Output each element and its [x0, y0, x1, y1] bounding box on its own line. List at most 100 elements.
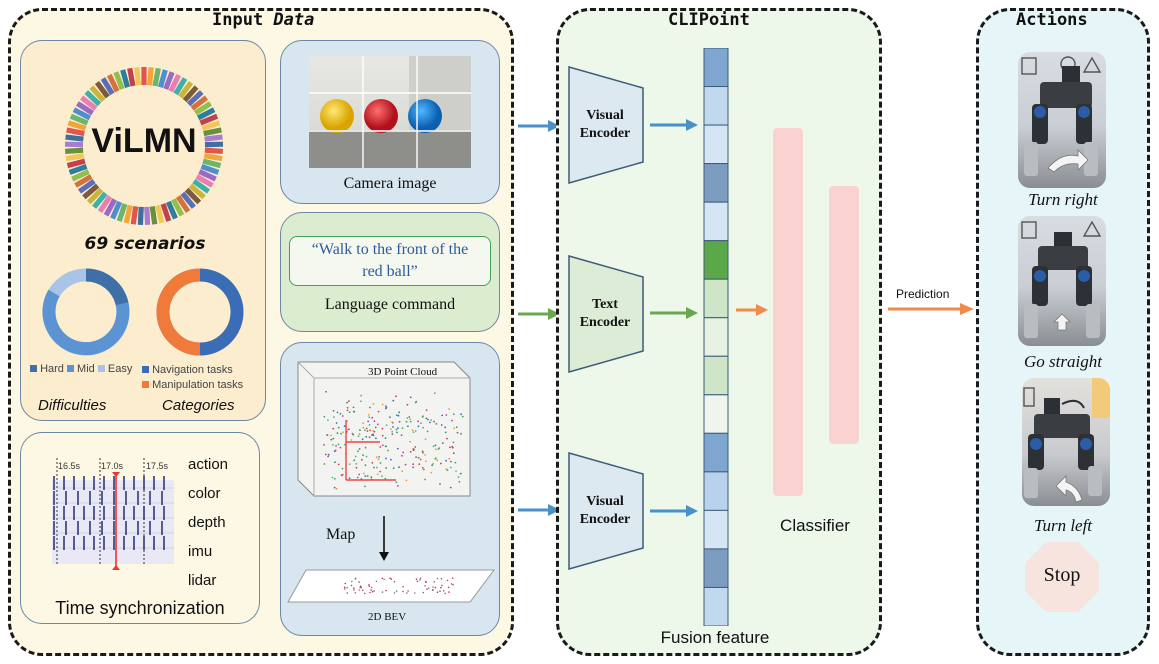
scenario-segment	[77, 179, 96, 194]
scenario-segment	[195, 174, 214, 188]
input-arrows	[518, 120, 560, 516]
actions-title: Actions	[1016, 10, 1088, 30]
caption-go-straight: Go straight	[1024, 352, 1102, 371]
time-sync-channel-labels: action color depth imu lidar	[188, 450, 228, 595]
difficulties-caption: Difficulties	[38, 397, 107, 414]
scenario-segment	[175, 195, 191, 214]
classifier-bar-2	[829, 186, 859, 444]
fusion-feature-cell	[703, 355, 729, 396]
bev-label: 2D BEV	[368, 611, 406, 623]
scenario-segment	[173, 77, 188, 96]
scenario-segment	[186, 90, 204, 107]
scenario-segment	[86, 187, 104, 205]
scenario-segment	[200, 163, 220, 175]
scenario-segment	[137, 206, 144, 226]
scenario-segment	[201, 120, 221, 131]
category-legend: Navigation tasks Manipulation tasks	[142, 363, 243, 393]
scenario-segment	[120, 69, 131, 88]
scenario-segment	[100, 77, 115, 96]
robot-turn-right-image	[1018, 52, 1106, 188]
scenario-segment	[204, 141, 224, 148]
scenario-segment	[76, 101, 95, 116]
scenario-segment	[202, 158, 222, 169]
scenario-segment	[103, 198, 117, 217]
scenario-segment	[97, 195, 113, 214]
scenario-segment	[141, 67, 147, 85]
scenario-segment	[157, 69, 168, 88]
scenario-segment	[92, 191, 108, 209]
scenario-segment	[74, 174, 93, 188]
scenario-segment	[204, 147, 223, 154]
visual-encoder-bottom	[568, 452, 644, 570]
robot-go-straight-image	[1018, 216, 1106, 346]
fusion-feature-cell	[703, 201, 729, 242]
fusion-feature-cell	[703, 548, 729, 588]
channel-lidar: lidar	[188, 572, 217, 589]
scenario-segment	[123, 204, 133, 224]
camera-image	[309, 56, 471, 168]
channel-action: action	[188, 456, 229, 473]
prediction-arrow	[888, 303, 974, 315]
scenario-segment	[64, 141, 84, 148]
vilmn-scenario-ring	[64, 67, 224, 226]
caption-turn-left: Turn left	[1033, 516, 1093, 535]
scenario-segment	[72, 107, 92, 121]
robot-turn-left-image	[1022, 378, 1110, 506]
tick-17-0: 17.0s	[101, 461, 124, 471]
language-command-text: “Walk to the front of the red ball”	[289, 236, 491, 286]
scenario-segment	[165, 200, 178, 220]
fusion-feature-cell	[703, 86, 729, 126]
scenario-segment	[130, 206, 139, 225]
difficulty-donut	[42, 268, 130, 356]
scenario-segment	[184, 187, 202, 205]
tick-17-5: 17.5s	[146, 461, 169, 471]
legend-navigation: Navigation tasks	[152, 364, 233, 376]
scenario-segment	[66, 127, 85, 137]
scenario-segment	[198, 169, 217, 182]
scenario-segment	[178, 80, 194, 99]
fusion-feature-stack	[703, 48, 729, 626]
scenario-segment	[192, 179, 211, 194]
scenario-segment	[80, 95, 98, 111]
scenario-segment	[66, 158, 86, 169]
fusion-feature-cell	[703, 586, 729, 626]
camera-caption: Camera image	[343, 175, 437, 192]
scenario-segment	[203, 153, 223, 162]
scenario-segment	[116, 203, 128, 222]
scenario-segment	[68, 163, 88, 175]
categories-caption: Categories	[162, 397, 235, 414]
time-sync-caption: Time synchronization	[55, 598, 225, 618]
channel-color: color	[188, 485, 221, 502]
go-straight-arrow-icon	[1053, 313, 1071, 331]
fusion-feature-cell	[703, 163, 729, 203]
classifier-caption: Classifier	[780, 516, 850, 535]
scenario-segment	[146, 67, 154, 86]
fusion-feature-cell	[703, 509, 729, 550]
scenario-segment	[127, 67, 136, 87]
visual-encoder-top	[568, 66, 644, 184]
language-caption: Language command	[324, 296, 456, 313]
pointcloud-label: 3D Point Cloud	[368, 366, 438, 378]
scenario-segment	[199, 113, 219, 126]
category-donut	[156, 268, 244, 356]
text-encoder	[568, 255, 644, 373]
scenario-segment	[163, 71, 175, 90]
scenario-segment	[190, 95, 208, 111]
tick-16-5: 16.5s	[58, 461, 81, 471]
legend-easy: Easy	[107, 363, 133, 375]
legend-manipulation: Manipulation tasks	[152, 379, 244, 391]
scenario-segment	[67, 120, 87, 131]
scenario-segment	[134, 67, 142, 86]
legend-mid: Mid	[77, 363, 95, 375]
scenario-segment	[152, 67, 161, 87]
scenario-segment	[188, 183, 206, 200]
fusion-feature-cell	[703, 278, 729, 319]
fusion-feature-cell	[703, 317, 729, 357]
input-data-title: Input Data	[212, 10, 315, 30]
scenario-segment	[65, 147, 84, 154]
time-sync-chart: 16.5s 17.0s 17.5s	[52, 458, 174, 570]
scenario-segment	[182, 85, 199, 103]
